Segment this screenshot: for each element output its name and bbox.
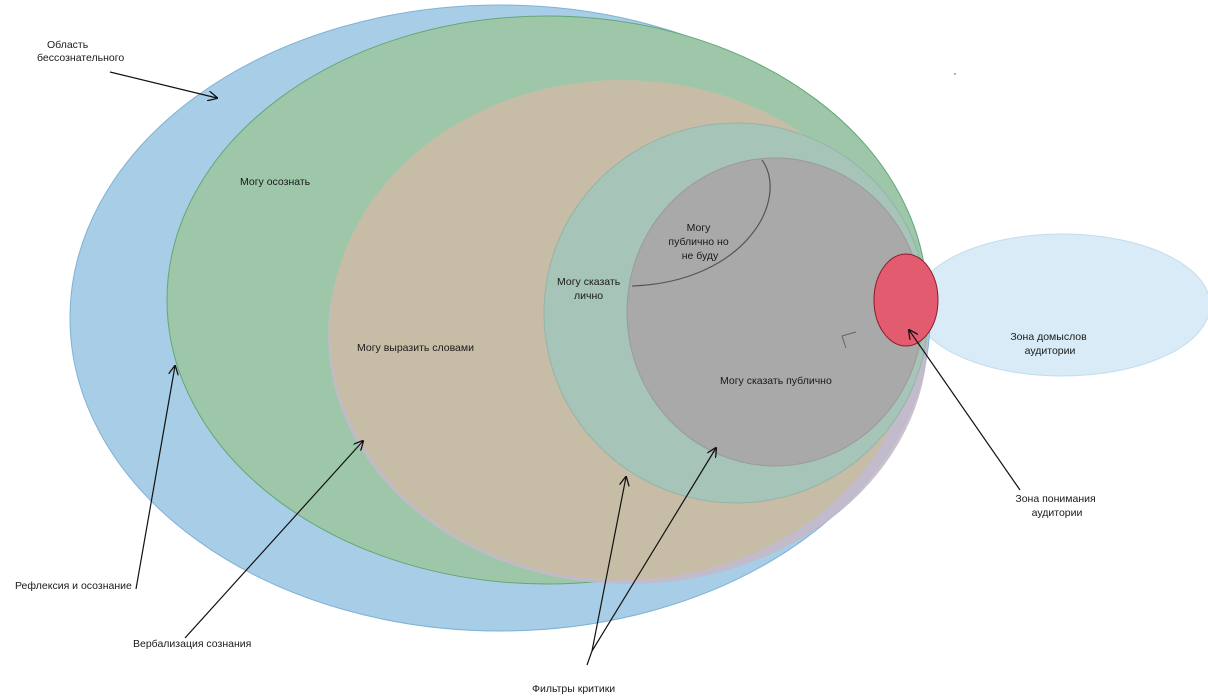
public-wont-label: Могу публично но не буду	[668, 222, 731, 262]
unconscious-label: Область бессознательного	[37, 39, 124, 64]
can-verbalize-label: Могу выразить словами	[357, 342, 474, 354]
reflexion-arrow	[135, 366, 175, 590]
unconscious-arrow	[109, 71, 217, 98]
can-say-publicly-label: Могу сказать публично	[720, 375, 832, 387]
criticism-filter-arrow-2	[591, 448, 716, 652]
audience-understanding-label: Зона понимания аудитории	[1015, 493, 1098, 519]
stray-mark	[841, 331, 857, 349]
verbalization-label: Вербализация сознания	[133, 638, 251, 650]
criticism-filters-label: Фильтры критики	[532, 683, 615, 695]
audience-understanding-arrow	[909, 330, 1021, 491]
audience-understanding-zone	[873, 253, 939, 347]
reflexion-label: Рефлексия и осознание	[15, 580, 132, 592]
stray-dot	[954, 73, 956, 75]
audience-guesses-label: Зона домыслов аудитории	[1010, 331, 1089, 357]
public-wont-boundary	[631, 159, 771, 287]
verbalization-arrow	[184, 441, 363, 639]
can-say-privately-label: Могу сказать лично	[557, 276, 623, 302]
can-realize-label: Могу осознать	[240, 176, 311, 188]
